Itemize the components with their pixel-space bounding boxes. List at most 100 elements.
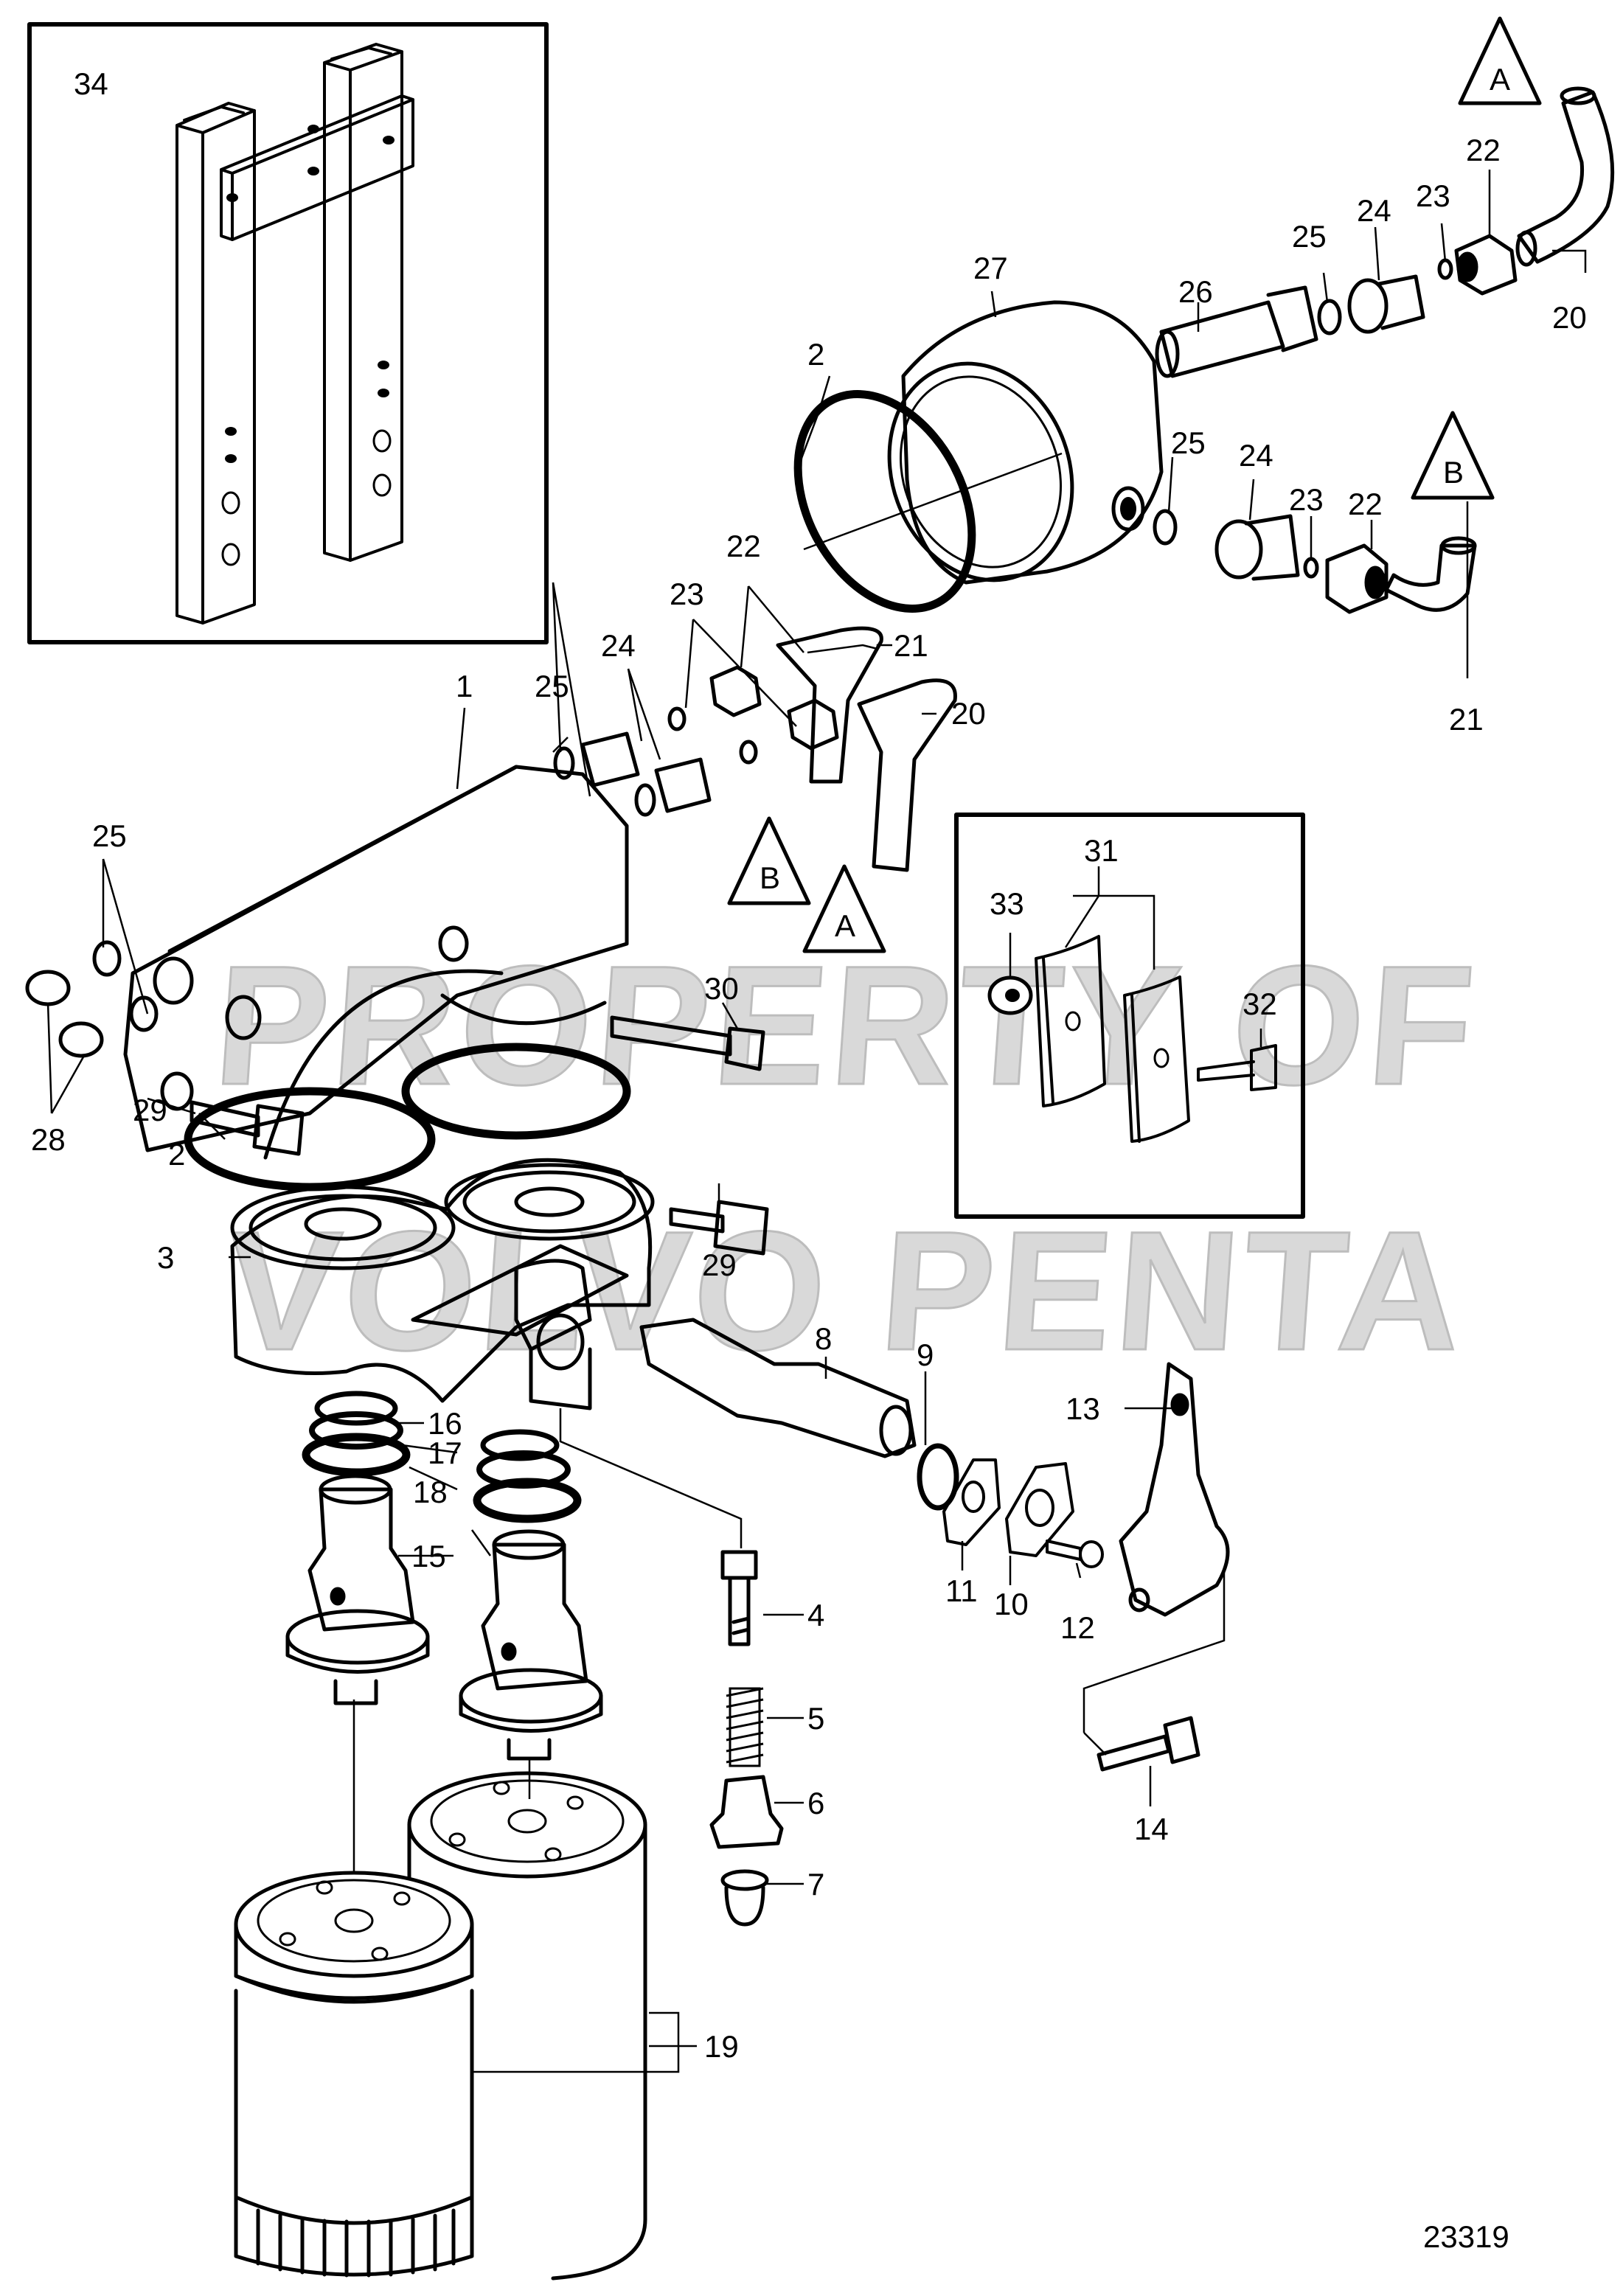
valve-6 bbox=[709, 1775, 784, 1849]
bolt-29-left bbox=[190, 1100, 305, 1156]
nut-22-right bbox=[1325, 543, 1389, 614]
callout-22-right: 22 bbox=[1348, 487, 1383, 521]
gasket-10 bbox=[1005, 1462, 1074, 1557]
ref-triangle-b-mid: B bbox=[727, 816, 811, 905]
callout-20-upper: 20 bbox=[1552, 300, 1587, 335]
nipple-15-left bbox=[285, 1474, 430, 1705]
valve-8 bbox=[639, 1318, 917, 1458]
ref-b-label: B bbox=[1443, 455, 1464, 490]
callout-9: 9 bbox=[917, 1337, 934, 1372]
watermark-line-2: VOLVO PENTA bbox=[220, 1196, 1473, 1385]
callout-6: 6 bbox=[807, 1786, 824, 1820]
leader-lines bbox=[46, 170, 1587, 2073]
o-ring-23-right bbox=[1303, 557, 1319, 579]
hose-21-right bbox=[1384, 536, 1477, 612]
nut-33 bbox=[987, 975, 1033, 1015]
callout-11: 11 bbox=[945, 1573, 978, 1608]
callout-14: 14 bbox=[1134, 1812, 1169, 1846]
screw-12 bbox=[1046, 1540, 1104, 1568]
callout-22-upper: 22 bbox=[1466, 133, 1501, 167]
left-fittings bbox=[553, 626, 957, 872]
filter-head-3 bbox=[230, 1158, 655, 1410]
o-ring-23-upper bbox=[1437, 258, 1453, 280]
callout-19: 19 bbox=[704, 2029, 739, 2064]
callout-2-upper: 2 bbox=[807, 337, 824, 372]
ref-a-label: A bbox=[1490, 62, 1510, 97]
callout-23-mid: 23 bbox=[670, 577, 704, 611]
callout-22-mid: 22 bbox=[726, 529, 761, 563]
callout-29-right: 29 bbox=[702, 1248, 737, 1282]
oil-filter-19-front bbox=[234, 1871, 474, 2278]
oil-filter-19-back bbox=[407, 1771, 647, 2281]
callout-33: 33 bbox=[990, 886, 1024, 921]
o-ring-2-lower-right bbox=[401, 1043, 631, 1140]
washer-25-right bbox=[1153, 509, 1178, 546]
inset-shim-box: 31 33 32 bbox=[954, 813, 1305, 1219]
fitting-26 bbox=[1155, 285, 1318, 378]
callout-28: 28 bbox=[31, 1122, 66, 1157]
callout-25-mid: 25 bbox=[535, 669, 569, 703]
callout-16: 16 bbox=[428, 1406, 462, 1441]
callout-20-mid: 20 bbox=[951, 696, 986, 731]
callout-34: 34 bbox=[74, 66, 108, 101]
callout-5: 5 bbox=[807, 1701, 824, 1736]
lever-13 bbox=[1119, 1362, 1230, 1617]
bracket-drawing bbox=[175, 43, 414, 625]
ref-triangle-a-mid: A bbox=[802, 864, 886, 953]
o-ring-2-upper bbox=[793, 390, 976, 613]
gasket-11 bbox=[942, 1458, 1001, 1546]
washer-25-upper bbox=[1317, 299, 1342, 335]
spring-5 bbox=[726, 1687, 764, 1767]
o-ring-9 bbox=[917, 1443, 959, 1511]
ref-triangle-a-top: A bbox=[1458, 16, 1542, 105]
callout-25-right: 25 bbox=[1171, 425, 1206, 460]
callout-25-upper: 25 bbox=[1292, 219, 1327, 254]
bolt-32 bbox=[1197, 1044, 1277, 1091]
callout-23-right: 23 bbox=[1289, 482, 1324, 517]
callout-4: 4 bbox=[807, 1598, 824, 1632]
bolt-30 bbox=[610, 1015, 765, 1071]
callout-17: 17 bbox=[428, 1436, 462, 1470]
callout-10: 10 bbox=[994, 1587, 1029, 1621]
fitting-24-right bbox=[1214, 514, 1300, 581]
callout-2-lower: 2 bbox=[168, 1137, 185, 1172]
cooler-cover-1 bbox=[123, 765, 629, 1160]
oil-cooler-27 bbox=[887, 300, 1164, 585]
callout-8: 8 bbox=[815, 1321, 832, 1356]
callout-27: 27 bbox=[973, 251, 1008, 285]
shim-plates bbox=[1035, 935, 1190, 1143]
bracket-holes bbox=[221, 125, 395, 566]
callout-29-left: 29 bbox=[133, 1093, 167, 1127]
bolt-29-right bbox=[669, 1200, 769, 1256]
callout-24-mid: 24 bbox=[601, 628, 636, 663]
bolt-14 bbox=[1097, 1716, 1200, 1772]
callout-25-left: 25 bbox=[92, 818, 127, 853]
callout-13: 13 bbox=[1066, 1391, 1100, 1426]
callout-31: 31 bbox=[1084, 833, 1119, 868]
callout-26: 26 bbox=[1178, 274, 1213, 309]
callout-18: 18 bbox=[413, 1475, 448, 1509]
nut-22-upper bbox=[1454, 234, 1518, 296]
ref-triangle-b-right: B bbox=[1411, 411, 1495, 500]
callout-1: 1 bbox=[456, 669, 473, 703]
cap-7 bbox=[720, 1869, 769, 1927]
diagram-id-label: 23319 bbox=[1423, 2219, 1509, 2254]
nipple-15-right bbox=[459, 1529, 603, 1761]
callout-21-right: 21 bbox=[1449, 702, 1484, 737]
ref-a-mid-label: A bbox=[835, 908, 855, 943]
callout-24-upper: 24 bbox=[1357, 193, 1391, 228]
callout-32: 32 bbox=[1243, 987, 1277, 1021]
watermark-line-1: PROPERTY OF bbox=[209, 930, 1484, 1120]
callout-3: 3 bbox=[157, 1240, 174, 1275]
callout-23-upper: 23 bbox=[1416, 178, 1450, 213]
callout-12: 12 bbox=[1060, 1610, 1095, 1645]
callout-21-mid: 21 bbox=[894, 628, 928, 663]
rings-16-18 bbox=[302, 1391, 582, 1523]
callout-7: 7 bbox=[807, 1867, 824, 1902]
fitting-24-upper bbox=[1347, 274, 1425, 334]
callout-30: 30 bbox=[704, 971, 739, 1006]
plugs-28 bbox=[25, 940, 159, 1058]
inset-bracket-box: 34 bbox=[27, 22, 549, 644]
callout-15: 15 bbox=[411, 1539, 446, 1573]
